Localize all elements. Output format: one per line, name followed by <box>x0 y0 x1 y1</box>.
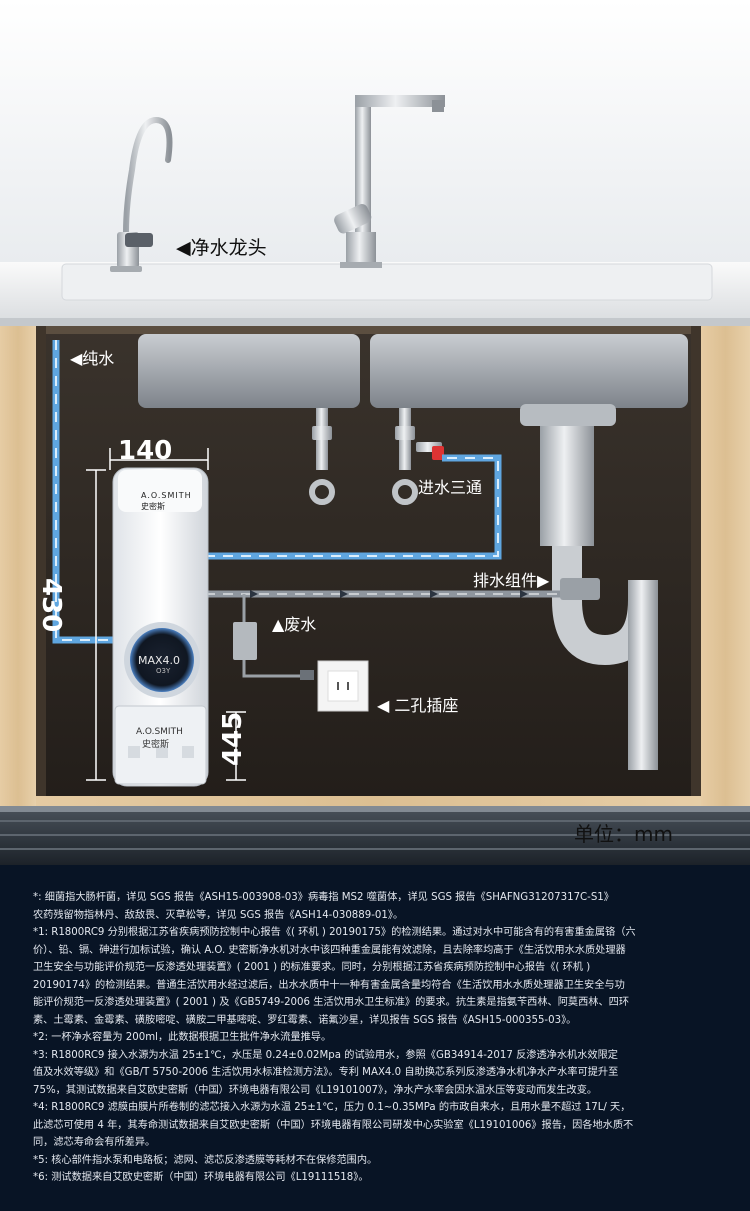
footnote-line: 值及水效等级》和《GB/T 5750-2006 生活饮用水标准检测方法》。专利 … <box>33 1067 619 1078</box>
purified-faucet <box>110 116 173 272</box>
unit-label: 单位：mm <box>574 822 673 846</box>
footnote-line: 价）、铅、镉、砷进行加标试验，确认 A.O. 史密斯净水机对水中该四种重金属能有… <box>33 944 626 956</box>
socket-label: ◀ 二孔插座 <box>377 696 459 715</box>
brand-logo-bottom-cn: 史密斯 <box>142 740 170 750</box>
faucet-label: ◀净水龙头 <box>176 237 267 259</box>
waste-water-label: ▲废水 <box>272 615 317 634</box>
power-adapter <box>233 622 257 660</box>
footnote-line: *: 细菌指大肠杆菌，详见 SGS 报告《ASH15-003908-03》病毒指… <box>33 892 614 903</box>
brand-logo-top-cn: 史密斯 <box>141 502 165 511</box>
footnotes-list: *: 细菌指大肠杆菌，详见 SGS 报告《ASH15-003908-03》病毒指… <box>33 889 723 1187</box>
footnote-line: *4: R1800RC9 滤膜由膜片所卷制的滤芯接入水源为水温 25±1℃，压力… <box>33 1102 631 1113</box>
footnote-line: 农药残留物指林丹、敌敌畏、灭草松等，详见 SGS 报告《ASH14-030889… <box>33 909 404 921</box>
back-wall <box>0 0 750 262</box>
footnote-line: *5: 核心部件指水泵和电路板；滤网、滤芯反渗透膜等耗材不在保修范围内。 <box>33 1154 378 1166</box>
brand-logo-top: A.O.SMITH <box>141 491 192 500</box>
sink-basin-right <box>370 334 688 408</box>
model-subtitle: O3Y <box>156 667 171 675</box>
depth-dimension: 445 <box>218 711 248 766</box>
footnote-line: *3: R1800RC9 接入水源为水温 25±1℃，水压是 0.24±0.02… <box>33 1049 618 1061</box>
footnote-line: 此滤芯可使用 4 年，其寿命测试数据来自艾欧史密斯（中国）环境电器有限公司研发中… <box>33 1119 634 1131</box>
water-purifier-unit <box>112 467 209 787</box>
height-dimension: 430 <box>36 578 66 633</box>
footnote-line: *2: 一杯净水容量为 200ml，此数据根据卫生批件净水流量推导。 <box>33 1032 332 1043</box>
drain-assembly-label: 排水组件▶ <box>473 571 550 590</box>
footnote-line: 20190174》的检测结果。普通生活饮用水经过滤后，出水水质中十一种有害金属含… <box>33 979 625 991</box>
kitchen-faucet <box>334 95 445 268</box>
kitchen-illustration <box>0 0 750 865</box>
inlet-tee-label: 进水三通 <box>418 478 483 497</box>
drain-pipe <box>520 404 658 770</box>
footnote-line: 卫生安全与功能评价规范一反渗透处理装置》( 2001 ) 的标准要求。同时，分别… <box>33 962 591 973</box>
footnote-line: 能评价规范一反渗透处理装置》( 2001 ) 及《GB5749-2006 生活饮… <box>33 997 630 1008</box>
model-name: MAX4.0 <box>138 654 181 667</box>
dimension-lines <box>86 448 246 781</box>
footnote-line: 75%，其测试数据来自艾欧史密斯（中国）环境电器有限公司《L19101007》，… <box>33 1084 598 1096</box>
footnote-line: *6: 测试数据来自艾欧史密斯（中国）环境电器有限公司《L19111518》。 <box>33 1172 369 1183</box>
brand-logo-bottom: A.O.SMITH <box>136 727 183 737</box>
footnote-line: 同，滤芯寿命会有所差异。 <box>33 1137 156 1148</box>
width-dimension: 140 <box>118 436 173 466</box>
footnotes-panel: *: 细菌指大肠杆菌，详见 SGS 报告《ASH15-003908-03》病毒指… <box>0 865 750 1211</box>
footnote-line: 素、土霉素、金霉素、磺胺嘧啶、磺胺二甲基嘧啶、罗红霉素、诺氟沙星，详见报告 SG… <box>33 1014 577 1026</box>
sink-basin-left <box>138 334 360 408</box>
installation-diagram: ◀净水龙头 ◀纯水 进水三通 排水组件▶ ▲废水 ◀ 二孔插座 单位：mm 14… <box>0 0 750 865</box>
pure-water-label: ◀纯水 <box>70 349 115 368</box>
footnote-line: *1: R1800RC9 分别根据江苏省疾病预防控制中心报告《( 环机 ) 20… <box>33 927 636 938</box>
